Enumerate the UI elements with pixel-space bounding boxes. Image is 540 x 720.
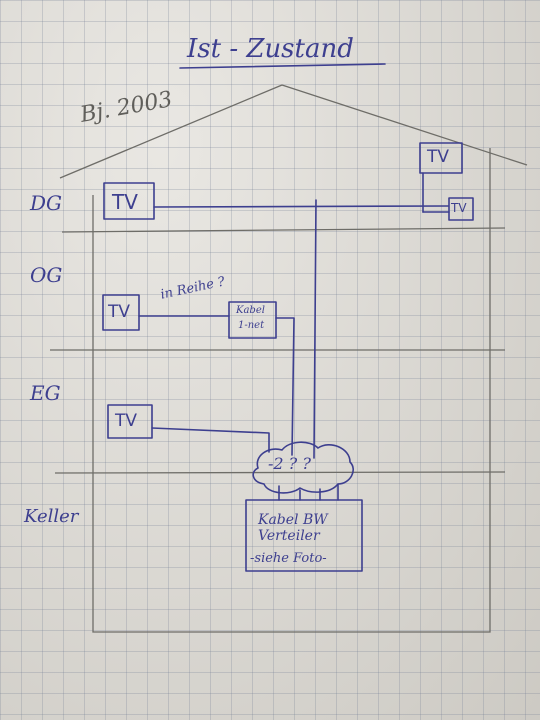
floor-label-keller: Keller <box>24 506 79 527</box>
roof-right <box>281 84 528 166</box>
floor-line-eg-keller <box>54 471 506 474</box>
kabel-box <box>228 301 277 339</box>
floor-line-dg-og <box>61 227 506 233</box>
cable-main-riser <box>313 199 317 459</box>
page-title: Ist - Zustand <box>187 34 354 64</box>
cable-kabel-box-down <box>275 317 295 456</box>
tv-label-eg: TV <box>115 411 138 431</box>
cable-eg <box>151 427 270 453</box>
cable-dg <box>153 205 449 208</box>
tv-box-dg-right-bottom <box>448 197 474 221</box>
distributor-line3: -siehe Foto- <box>250 551 327 566</box>
floor-label-eg: EG <box>30 381 61 405</box>
splitter-cloud <box>252 441 354 494</box>
distributor-box <box>245 499 363 572</box>
distributor-line1: Kabel BW <box>258 512 328 528</box>
floor-label-og: OG <box>30 263 63 287</box>
distributor-line2: Verteiler <box>258 528 320 544</box>
tv-box-eg <box>107 404 153 439</box>
tv-label-dg-right-top: TV <box>427 147 450 167</box>
roof-left <box>59 84 283 179</box>
tv-box-dg-left <box>103 182 155 220</box>
tv-label-og: TV <box>108 302 131 322</box>
splitter-marks: -2 ? ? <box>268 454 311 473</box>
floor-label-dg: DG <box>30 191 63 215</box>
kabel-box-line1: Kabel <box>236 305 265 316</box>
house-walls <box>92 148 491 633</box>
kabel-box-line2: 1-net <box>238 320 265 331</box>
tv-box-dg-right-top <box>419 142 463 174</box>
title-underline <box>179 63 386 69</box>
tv-label-dg-right-bottom: TV <box>451 201 467 215</box>
tv-label-dg-left: TV <box>112 190 138 214</box>
tv-box-og <box>102 294 140 331</box>
